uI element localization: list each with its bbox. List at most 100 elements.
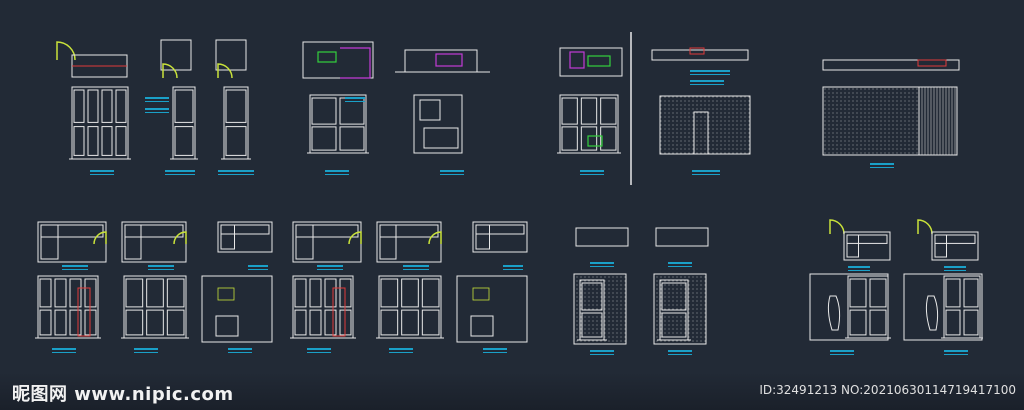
cabinet-upper-door <box>561 97 578 125</box>
set-g-door-1 <box>348 231 362 245</box>
set-g-tag-1 <box>317 265 343 267</box>
set-g-tag-1-underline <box>317 269 343 270</box>
tag-b2-underline <box>325 174 349 175</box>
cabinet-upper-door <box>380 278 399 308</box>
tag-a3 <box>90 170 114 172</box>
set-g-tag-4-underline <box>307 352 331 353</box>
set-f-shelf <box>217 287 235 301</box>
cabinet-upper-door <box>73 89 85 123</box>
window-b2 <box>419 99 441 121</box>
tag-h3-underline <box>590 354 614 355</box>
cabinet-lower-door <box>380 309 399 336</box>
cabinet-lower-door <box>324 309 337 336</box>
sink-b <box>317 51 337 63</box>
plan-counter-side <box>934 234 947 258</box>
plan-h1 <box>575 227 629 247</box>
cabinet-lower-door <box>174 126 194 156</box>
set-f-plan-3 <box>217 221 273 253</box>
cabinet-lower-door <box>581 312 603 338</box>
hatched-wall-h2 <box>653 273 707 345</box>
tag-i1 <box>848 266 870 268</box>
tag-h1 <box>590 262 614 264</box>
tag-d3 <box>692 170 720 172</box>
tag-d2-underline <box>690 84 724 85</box>
tag-i2-underline <box>944 270 966 271</box>
figure-silhouette-i1 <box>827 295 841 331</box>
tag-i4-underline <box>944 354 968 355</box>
tag-i3-underline <box>830 354 854 355</box>
door-opening-d <box>693 111 709 155</box>
set-f-tag-2-underline <box>148 269 174 270</box>
set-f-tag-4-underline <box>52 352 76 353</box>
set-g-plan-3 <box>472 221 528 253</box>
cabinet-upper-door <box>581 282 603 311</box>
tag-a4 <box>165 170 195 172</box>
cabinet-lower-door <box>101 126 113 156</box>
set-g-tag-2-underline <box>403 269 429 270</box>
cabinet-upper-door <box>661 282 687 311</box>
cabinet-upper-door <box>174 89 194 123</box>
cabinet-lower-door <box>54 309 67 336</box>
cabinet-lower-door <box>600 126 617 151</box>
tag-h1-underline <box>590 266 614 267</box>
cabinet-lower-door <box>146 309 164 336</box>
cabinet-upper-door <box>963 278 979 308</box>
plan-counter-side <box>295 224 314 260</box>
tag-i4 <box>944 350 968 352</box>
tag-h3 <box>590 350 614 352</box>
tag-b1-underline <box>345 101 365 102</box>
set-g-tag-3-underline <box>503 269 523 270</box>
cabinet-lower-door <box>339 126 365 151</box>
tag-b3 <box>440 170 464 172</box>
set-f-tag-5-underline <box>134 352 158 353</box>
cabinet-upper-door <box>945 278 961 308</box>
tag-d1-underline <box>690 74 730 75</box>
set-g-cabinet-3 <box>470 315 494 337</box>
tag-d2 <box>690 80 724 82</box>
cabinet-upper-door <box>401 278 419 308</box>
set-f-tag-5 <box>134 348 158 350</box>
set-g-tag-5-underline <box>389 352 413 353</box>
tag-c1-underline <box>580 174 604 175</box>
counter-outline-b <box>340 47 371 79</box>
counter-c <box>569 51 585 69</box>
plan-detail-a2 <box>160 39 192 71</box>
set-g-tag-2 <box>403 265 429 267</box>
cabinet-lower-door <box>115 126 127 156</box>
cabinet-upper-door <box>294 278 307 308</box>
watermark-id: ID:32491213 NO:20210630114719417100 <box>759 383 1016 397</box>
tag-c1 <box>580 170 604 172</box>
hatched-wall-h1 <box>573 273 627 345</box>
set-f-door-marker <box>77 287 91 337</box>
cabinet-upper-door <box>54 278 67 308</box>
set-g-tag-3 <box>503 265 523 267</box>
cabinet-lower-door <box>294 309 307 336</box>
set-g-tag-6 <box>483 348 507 350</box>
tag-h4 <box>668 350 692 352</box>
plan-i1 <box>843 231 891 261</box>
set-g-tag-5 <box>389 348 413 350</box>
figure-silhouette-i2 <box>925 295 939 331</box>
cabinet-lower-door <box>963 309 979 336</box>
set-f-tag-4 <box>52 348 76 350</box>
set-f-tag-6 <box>228 348 252 350</box>
tag-h4-underline <box>668 354 692 355</box>
cabinet-lower-door <box>225 126 247 156</box>
cabinet-upper-door <box>225 89 247 123</box>
plan-detail-a3 <box>215 39 247 71</box>
plan-h2 <box>655 227 709 247</box>
cabinet-lower-door <box>39 309 52 336</box>
tag-a2-underline <box>145 112 169 113</box>
plan-counter-side <box>124 224 142 260</box>
cabinet-upper-door <box>580 97 598 125</box>
tag-h2 <box>668 262 692 264</box>
elevation-i2 <box>903 273 983 341</box>
cabinet-lower-door <box>309 309 322 336</box>
cabinet-upper-door <box>324 278 337 308</box>
plan-wall-e <box>822 59 960 71</box>
cabinet-upper-door <box>69 278 82 308</box>
tag-a3-underline <box>90 174 114 175</box>
kitchen-elevation-b2 <box>413 94 463 154</box>
hatched-wall-e <box>822 86 920 156</box>
